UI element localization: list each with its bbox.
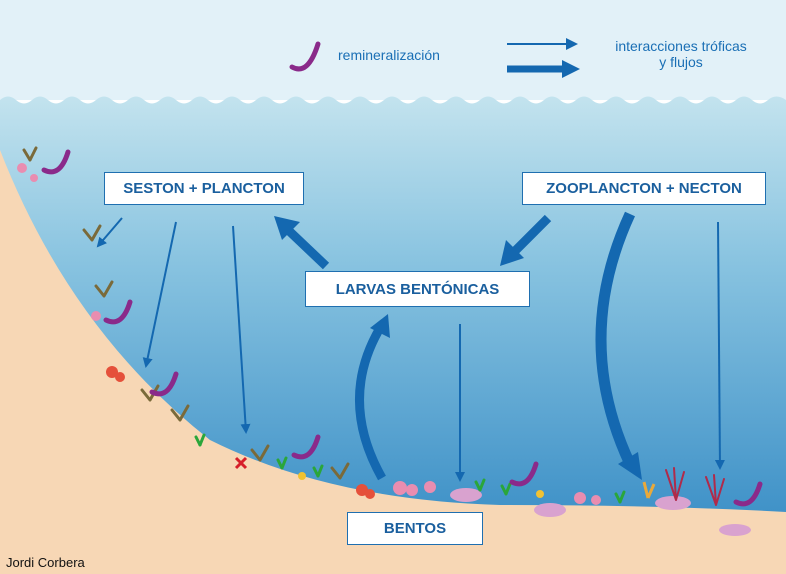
- benthos-box: BENTOS: [347, 512, 483, 545]
- legend-trophic-label-line1: interacciones tróficas: [588, 38, 774, 54]
- author-credit: Jordi Corbera: [6, 555, 85, 570]
- legend-remineralization-label: remineralización: [338, 47, 440, 63]
- legend-trophic-label-line2: y flujos: [588, 54, 774, 70]
- benthic-larvae-box: LARVAS BENTÓNICAS: [305, 271, 530, 307]
- seston-plankton-box: SESTON + PLANCTON: [104, 172, 304, 205]
- zooplankton-necton-box: ZOOPLANCTON + NECTON: [522, 172, 766, 205]
